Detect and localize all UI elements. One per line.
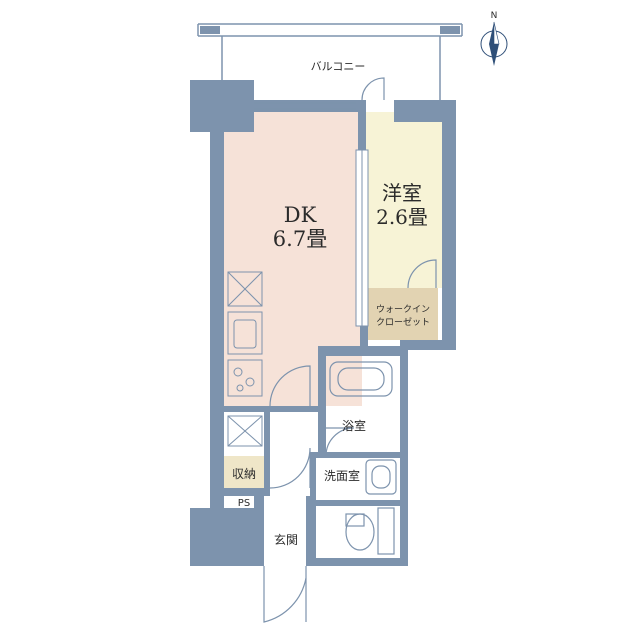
compass-needle-highlight	[493, 21, 500, 45]
bath-label: 浴室	[342, 418, 366, 433]
entrance-label: 玄関	[274, 532, 298, 547]
compass-north-label: N	[491, 11, 498, 21]
balcony-wall-left	[200, 26, 220, 34]
bedroom-floor	[362, 112, 442, 288]
washroom-label: 洗面室	[324, 468, 360, 483]
bath-fixtures	[329, 361, 397, 555]
compass: N	[480, 11, 508, 66]
balcony-wall-right	[440, 26, 460, 34]
balcony-area	[197, 23, 463, 108]
dk-size: 6.7畳	[273, 227, 327, 251]
kitchen-fixtures	[227, 271, 263, 447]
closet-label-line1: ウォークイン	[376, 304, 430, 315]
closet-floor	[368, 288, 438, 340]
balcony-label: バルコニー	[311, 60, 366, 73]
bedroom-name: 洋室	[382, 181, 422, 205]
closet-label-line2: クローゼット	[376, 316, 430, 328]
door-swings	[263, 77, 437, 623]
dk-name: DK	[284, 203, 317, 227]
ps-label: PS	[238, 498, 250, 509]
storage-label: 収納	[232, 467, 256, 481]
storage-floor	[224, 456, 264, 488]
bedroom-size: 2.6畳	[376, 205, 428, 229]
dk-floor	[224, 112, 362, 406]
